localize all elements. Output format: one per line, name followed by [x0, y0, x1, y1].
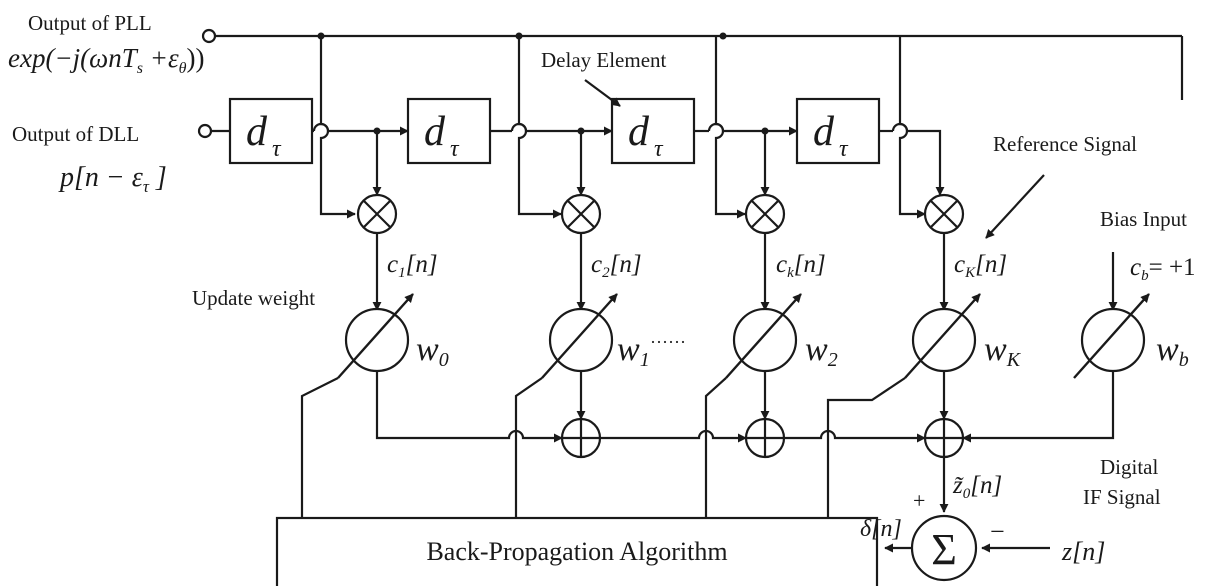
weight-wb [1073, 293, 1150, 379]
delay-annotation: Delay Element [541, 48, 667, 72]
multiplier-2 [560, 193, 602, 235]
svg-text:d: d [424, 109, 446, 155]
bias-label: Bias Input [1100, 207, 1187, 231]
pll-label: Output of PLL [28, 11, 152, 35]
w1-label: w1 [617, 331, 650, 371]
digital-label: Digital [1100, 455, 1158, 479]
bias-value: cb= +1 [1130, 254, 1196, 284]
pll-formula: exp(−j(ωnTs +εθ)) [8, 43, 204, 77]
wK-label: wK [984, 331, 1022, 371]
multiplier-4 [923, 193, 965, 235]
delay-element-4: d τ [795, 97, 881, 165]
reference-label: Reference Signal [993, 132, 1137, 156]
tap-ck-label: ck[n] [776, 251, 826, 281]
weight-update-lines [300, 377, 906, 518]
weights [337, 293, 1150, 379]
delay-annotation-arrow [584, 79, 621, 107]
adder-3 [923, 417, 965, 459]
multipliers [356, 193, 965, 235]
weight-w2 [725, 293, 802, 379]
adder-1 [560, 417, 602, 459]
minus-sign: − [990, 517, 1005, 546]
adder-2 [744, 417, 786, 459]
algorithm-label: Back-Propagation Algorithm [426, 537, 727, 566]
wb-label: wb [1156, 331, 1189, 371]
dll-label: Output of DLL [12, 122, 139, 146]
svg-text:τ: τ [450, 136, 460, 162]
dll-input-port [197, 123, 213, 139]
tap-c2-label: c2[n] [591, 251, 642, 281]
pll-input-port [201, 28, 217, 44]
svg-text:τ: τ [272, 136, 282, 162]
back-propagation-box [275, 516, 879, 586]
svg-text:τ: τ [654, 136, 664, 162]
error-summer: Σ [910, 514, 978, 582]
svg-text:τ: τ [839, 136, 849, 162]
error-label: δ[n] [860, 516, 902, 542]
plus-sign: + [913, 488, 925, 513]
delay-symbol: d [246, 109, 268, 155]
multiplier-1 [356, 193, 398, 235]
svg-text:d: d [813, 109, 835, 155]
tap-cK-label: cK[n] [954, 251, 1007, 281]
tap-c1-label: c1[n] [387, 251, 438, 281]
weight-wK [904, 293, 981, 379]
dll-formula: p[n − ετ ] [58, 162, 167, 196]
ellipsis: ······ [650, 332, 686, 352]
z-label: z[n] [1061, 537, 1105, 566]
svg-text:d: d [628, 109, 650, 155]
multiplier-3 [744, 193, 786, 235]
output-label: z̃0[n] [952, 472, 1002, 502]
summing-line [375, 371, 1115, 443]
delay-element-1: d τ [228, 97, 314, 165]
w0-label: w0 [416, 331, 449, 371]
if-signal-label: IF Signal [1083, 485, 1161, 509]
sigma-symbol: Σ [931, 525, 957, 574]
delay-element-2: d τ [406, 97, 492, 165]
weight-w0 [337, 293, 414, 379]
w2-label: w2 [805, 331, 838, 371]
update-weight-label: Update weight [192, 286, 315, 310]
delay-element-3: d τ [610, 97, 696, 165]
dll-chain [197, 122, 945, 196]
weight-w1 [541, 293, 618, 379]
reference-annotation-arrow [985, 174, 1045, 239]
adders [560, 417, 965, 459]
